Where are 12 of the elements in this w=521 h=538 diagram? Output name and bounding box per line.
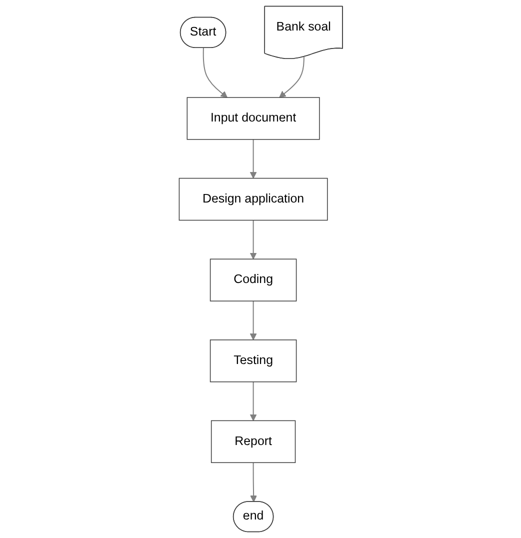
node-box: Report xyxy=(210,420,296,464)
arrow xyxy=(278,56,304,98)
arrow xyxy=(250,139,256,179)
node-box: Testing xyxy=(210,340,296,382)
arrow xyxy=(250,462,257,502)
node-box: Input document xyxy=(186,97,320,140)
node-box: Coding xyxy=(210,258,296,302)
arrow xyxy=(250,382,256,421)
arrow xyxy=(250,220,256,260)
arrow xyxy=(250,301,256,340)
arrow xyxy=(202,48,228,98)
node-box: Design application xyxy=(178,178,328,221)
